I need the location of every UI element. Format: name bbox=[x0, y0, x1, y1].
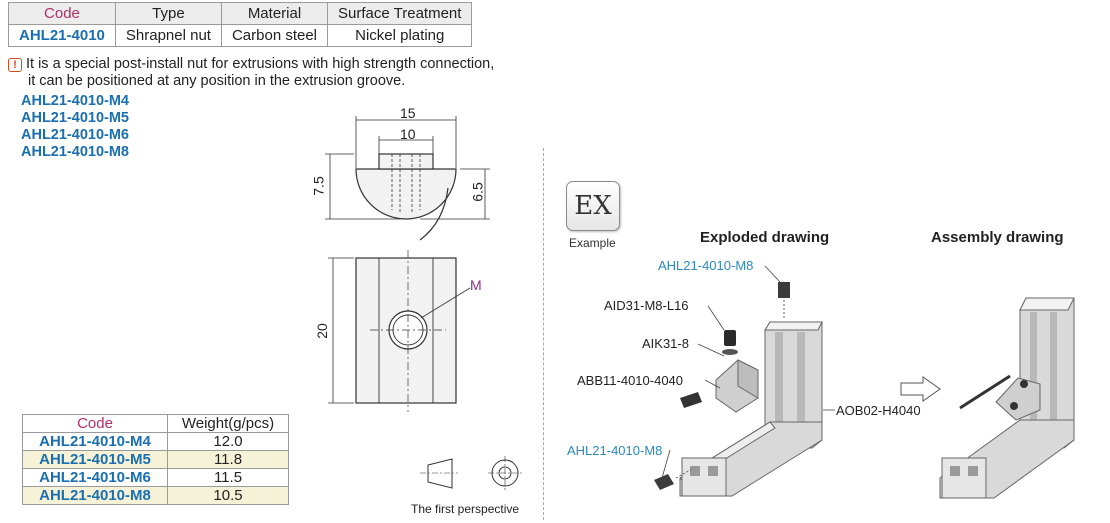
spec-material: Carbon steel bbox=[220, 24, 329, 47]
first-angle-symbol bbox=[420, 456, 522, 490]
spec-table-header: Code Type Material Surface Treatment bbox=[8, 2, 473, 25]
dimension-lines bbox=[325, 116, 490, 404]
assembled-view bbox=[939, 297, 1075, 499]
part-label-washer: AIK31-8 bbox=[642, 336, 689, 351]
part-label-nut-top: AHL21-4010-M8 bbox=[658, 258, 754, 273]
weight-value: 12.0 bbox=[167, 432, 289, 451]
table-row: AHL21-4010-M8 10.5 bbox=[22, 486, 289, 505]
product-note: ! It is a special post-install nut for ex… bbox=[8, 56, 494, 90]
weight-header-code: Code bbox=[22, 414, 168, 433]
dim-top-inner: 10 bbox=[400, 126, 416, 142]
note-line-1: It is a special post-install nut for ext… bbox=[26, 56, 495, 72]
arrow-icon bbox=[900, 376, 941, 402]
example-badge: EX bbox=[566, 181, 620, 231]
weight-code: AHL21-4010-M5 bbox=[22, 450, 168, 469]
model-item: AHL21-4010-M4 bbox=[21, 93, 129, 109]
warning-icon: ! bbox=[8, 58, 22, 72]
perspective-label: The first perspective bbox=[411, 502, 520, 516]
table-row: AHL21-4010-M4 12.0 bbox=[22, 432, 289, 451]
part-label-profile: AOB02-H4040 bbox=[836, 403, 921, 418]
spec-table-row: AHL21-4010 Shrapnel nut Carbon steel Nic… bbox=[8, 24, 473, 47]
spec-table: Code Type Material Surface Treatment AHL… bbox=[8, 2, 473, 47]
table-row: AHL21-4010-M5 11.8 bbox=[22, 450, 289, 469]
part-label-bracket: ABB11-4010-4040 bbox=[577, 373, 684, 388]
weight-code: AHL21-4010-M8 bbox=[22, 486, 168, 505]
spec-surface: Nickel plating bbox=[327, 24, 473, 47]
weight-table-header: Code Weight(g/pcs) bbox=[22, 414, 289, 433]
dim-height-right: 6.5 bbox=[469, 182, 486, 202]
spec-code: AHL21-4010 bbox=[8, 24, 116, 47]
spec-header-code: Code bbox=[8, 2, 116, 25]
model-list: AHL21-4010-M4 AHL21-4010-M5 AHL21-4010-M… bbox=[21, 93, 129, 161]
section-divider bbox=[543, 148, 544, 520]
thread-label: M bbox=[470, 277, 482, 293]
model-item: AHL21-4010-M5 bbox=[21, 110, 129, 126]
dim-length: 20 bbox=[313, 323, 330, 339]
dim-height-left: 7.5 bbox=[310, 176, 327, 196]
spec-header-type: Type bbox=[114, 2, 222, 25]
weight-value: 11.8 bbox=[167, 450, 289, 469]
part-leader-lines bbox=[661, 265, 835, 479]
dim-top-outer: 15 bbox=[400, 105, 416, 121]
weight-value: 10.5 bbox=[167, 486, 289, 505]
exploded-title: Exploded drawing bbox=[700, 229, 830, 246]
example-label: Example bbox=[569, 236, 616, 250]
assembly-title: Assembly drawing bbox=[931, 229, 1064, 246]
spec-type: Shrapnel nut bbox=[114, 24, 222, 47]
part-label-screw: AID31-M8-L16 bbox=[604, 298, 689, 313]
nut-plan-view bbox=[355, 250, 471, 412]
model-item: AHL21-4010-M8 bbox=[21, 144, 129, 160]
weight-table: Code Weight(g/pcs) AHL21-4010-M4 12.0 AH… bbox=[22, 414, 289, 505]
part-label-nut-bottom: AHL21-4010-M8 bbox=[567, 443, 663, 458]
weight-code: AHL21-4010-M4 bbox=[22, 432, 168, 451]
model-item: AHL21-4010-M6 bbox=[21, 127, 129, 143]
weight-code: AHL21-4010-M6 bbox=[22, 468, 168, 487]
weight-value: 11.5 bbox=[167, 468, 289, 487]
spec-header-material: Material bbox=[220, 2, 329, 25]
exploded-assembly bbox=[654, 282, 823, 497]
nut-front-view bbox=[355, 153, 457, 241]
weight-header-weight: Weight(g/pcs) bbox=[167, 414, 289, 433]
table-row: AHL21-4010-M6 11.5 bbox=[22, 468, 289, 487]
note-line-2: it can be positioned at any position in … bbox=[28, 73, 406, 89]
